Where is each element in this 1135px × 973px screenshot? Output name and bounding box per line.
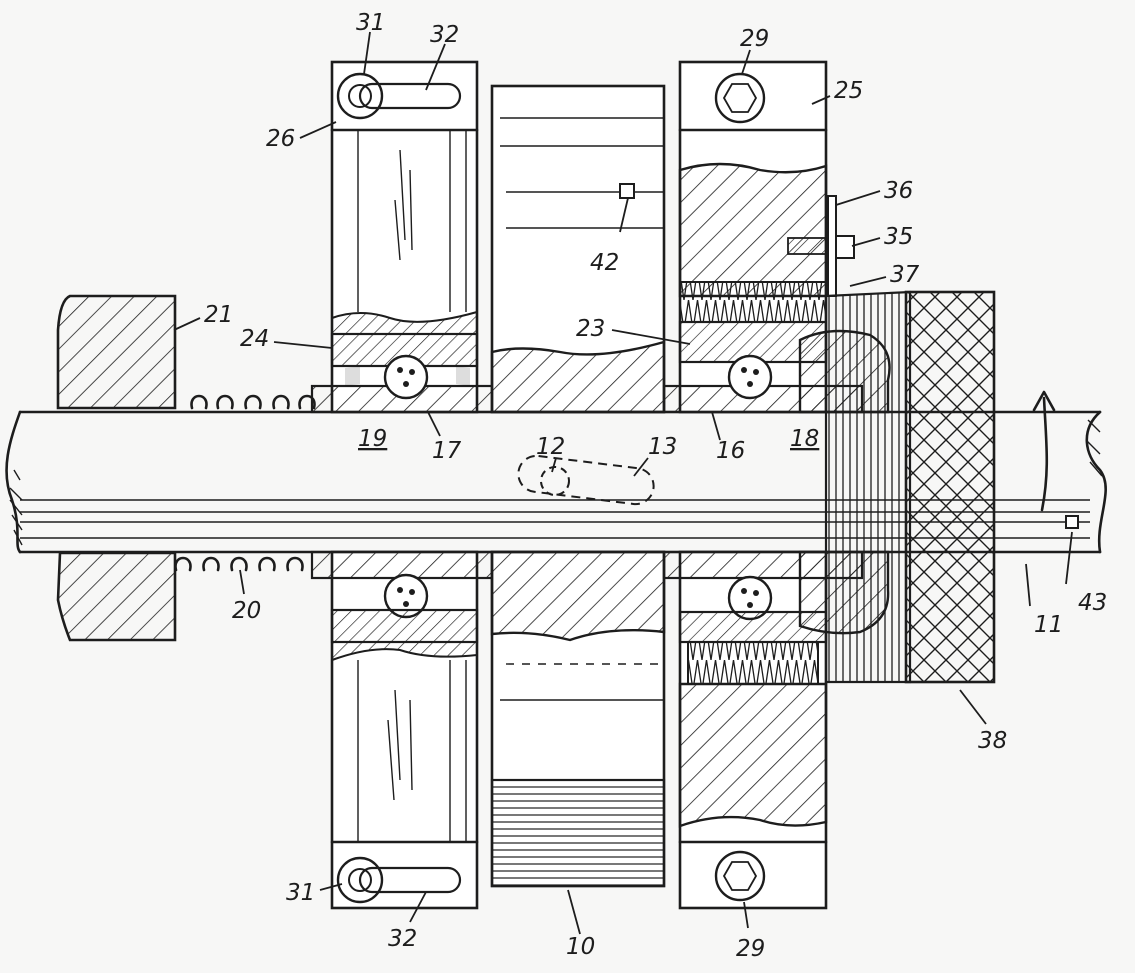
bolts (336, 72, 766, 904)
arrow-head (1032, 390, 1056, 412)
label-21: 21 (204, 302, 233, 328)
left-lower-ring (310, 550, 494, 910)
label-42: 42 (590, 250, 619, 276)
label-23: 23 (576, 316, 605, 342)
label-13: 13 (648, 434, 677, 460)
label-16: 16 (716, 438, 745, 464)
marker-43 (1065, 515, 1079, 529)
left-upper-ring (310, 60, 494, 414)
label-19: 19 (358, 426, 387, 452)
label-36: 36 (884, 178, 913, 204)
label-20: 20 (232, 598, 261, 624)
housing-wall (56, 294, 177, 642)
label-25: 25 (834, 78, 863, 104)
central-gear (490, 84, 666, 888)
leader-lines (173, 31, 1073, 935)
marker-42 (619, 183, 635, 199)
rotation-arrow (1040, 396, 1049, 512)
label-17: 17 (432, 438, 462, 464)
label-31-bottom: 31 (286, 880, 315, 906)
label-43: 43 (1078, 590, 1107, 616)
label-31-top: 31 (356, 10, 385, 36)
right-upper-ring (662, 60, 864, 414)
label-29-bottom: 29 (736, 936, 765, 962)
label-38: 38 (978, 728, 1007, 754)
label-18: 18 (790, 426, 819, 452)
slot-and-pin (517, 454, 655, 506)
label-12: 12 (536, 434, 565, 460)
label-29-top: 29 (740, 26, 769, 52)
spring (174, 394, 316, 572)
label-11: 11 (1034, 612, 1063, 638)
label-37: 37 (890, 262, 920, 288)
label-35: 35 (884, 224, 913, 250)
label-10: 10 (566, 934, 595, 960)
reference-labels: 31 32 29 25 26 36 35 42 37 21 24 23 19 1… (204, 10, 1107, 962)
label-24: 24 (240, 326, 269, 352)
label-26: 26 (266, 126, 295, 152)
knob-assembly (798, 290, 1079, 684)
label-32-top: 32 (430, 22, 459, 48)
label-32-bottom: 32 (388, 926, 417, 952)
